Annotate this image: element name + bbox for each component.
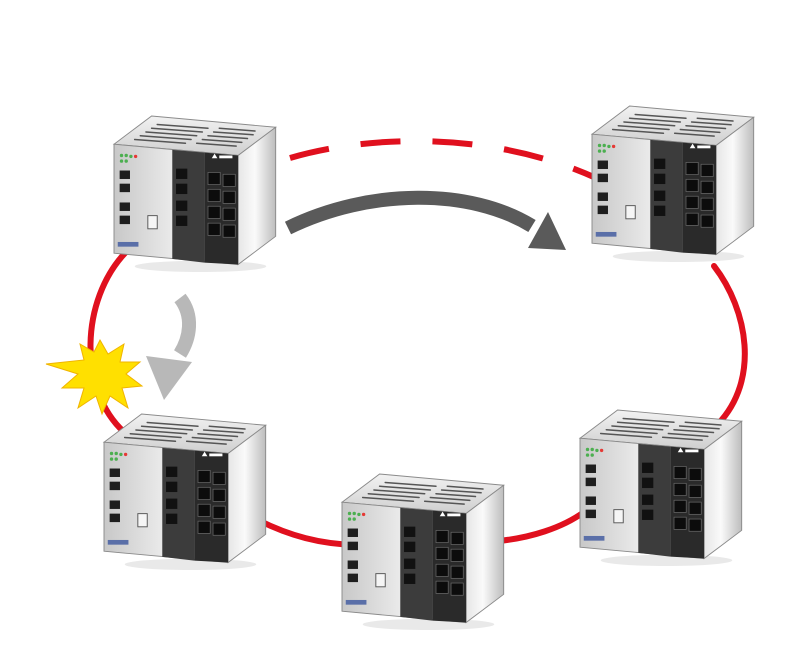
blocked-path-arrow [146, 293, 197, 400]
starburst-icon [45, 338, 144, 416]
link-top-left-to-top-right-standby [289, 138, 598, 181]
switch-bottom-right [579, 409, 743, 567]
link-bottom-middle-to-bottom-right [495, 509, 587, 544]
switch-top-right [591, 105, 755, 263]
link-bottom-right-to-top-right [711, 263, 748, 427]
switch-top-left [113, 115, 277, 273]
link-top-left-to-bottom-left [87, 249, 129, 435]
failover-arrow [284, 190, 566, 250]
switch-bottom-left [103, 413, 267, 571]
ring-links [87, 138, 748, 548]
link-bottom-left-to-bottom-middle [255, 517, 359, 548]
switch-bottom-middle [341, 473, 505, 631]
